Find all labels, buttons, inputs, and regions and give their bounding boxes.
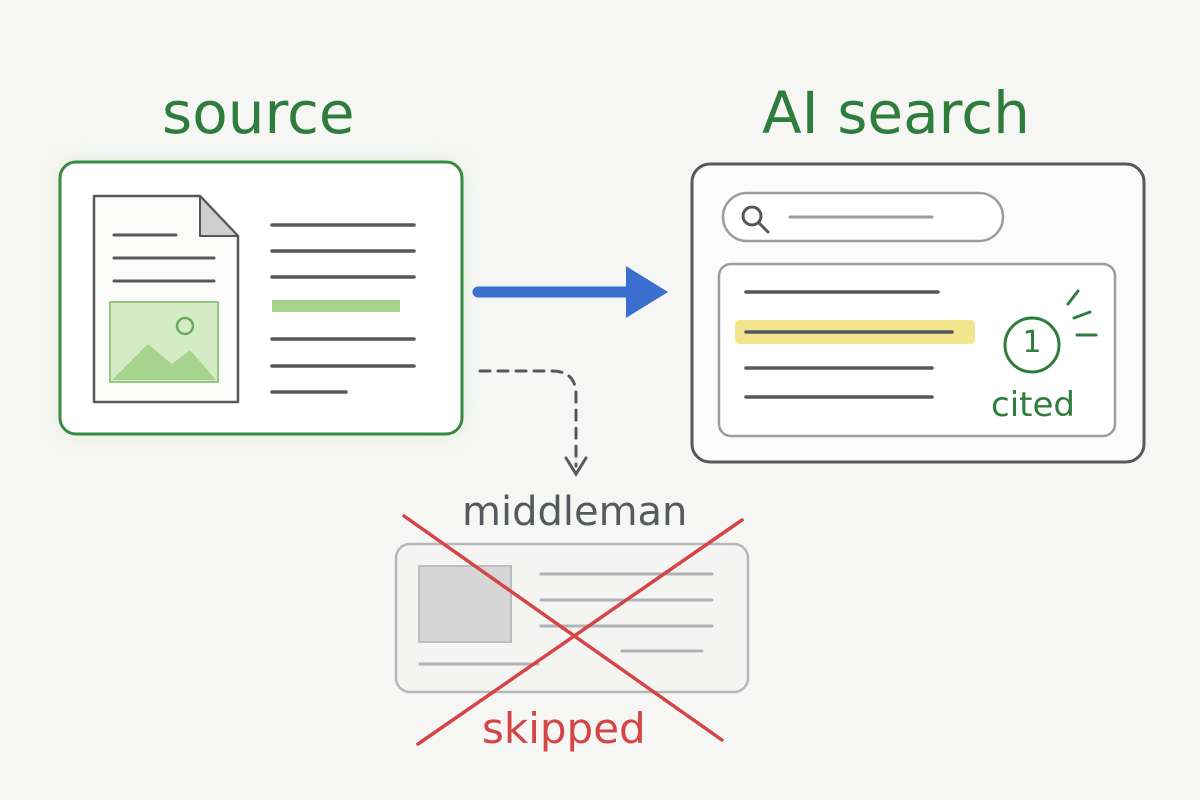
source-text-lines bbox=[270, 223, 416, 394]
citation-badge-icon bbox=[1003, 289, 1098, 374]
cross-out-icon bbox=[402, 514, 744, 746]
source-title: source bbox=[162, 79, 355, 147]
dashed-arrow bbox=[478, 369, 588, 477]
image-icon bbox=[109, 301, 219, 383]
middleman-card bbox=[394, 542, 750, 694]
answer-panel bbox=[717, 262, 1117, 438]
answer-text-lines bbox=[744, 290, 954, 399]
cited-label: cited bbox=[991, 385, 1075, 425]
middleman-title: middleman bbox=[462, 489, 688, 535]
flow-arrow bbox=[472, 266, 668, 318]
middleman-thumbnail bbox=[418, 565, 512, 643]
search-card bbox=[690, 162, 1146, 464]
source-card bbox=[58, 160, 464, 436]
source-highlight-line bbox=[272, 300, 400, 312]
ai-search-title: AI search bbox=[762, 79, 1030, 147]
citation-number: 1 bbox=[1022, 325, 1042, 360]
search-icon bbox=[741, 205, 770, 234]
skipped-label: skipped bbox=[482, 704, 646, 753]
